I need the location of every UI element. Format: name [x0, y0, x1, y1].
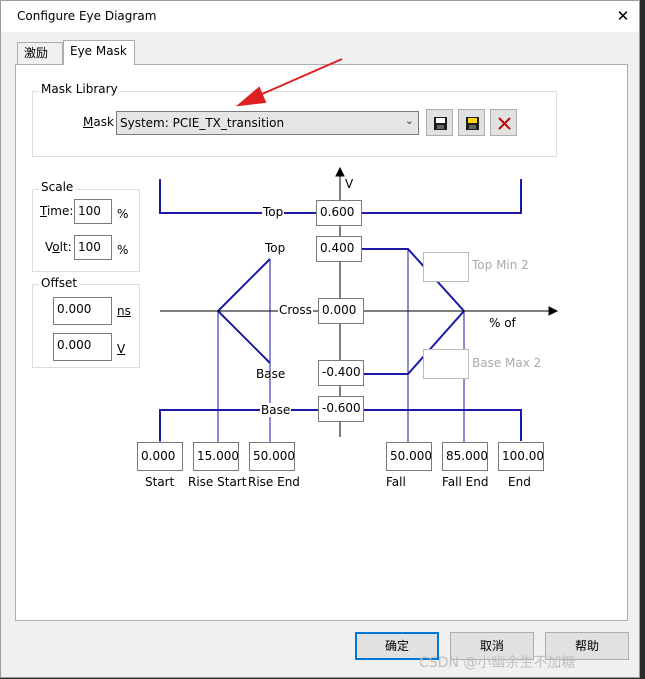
delete-mask-button[interactable] — [490, 109, 517, 136]
top-outer-value-input[interactable]: 0.600 — [316, 200, 362, 226]
start-time-input[interactable]: 0.000 — [137, 442, 183, 471]
cancel-button[interactable]: 取消 — [450, 632, 534, 660]
time-scale-unit: % — [117, 207, 129, 221]
rise-end-time-label: Rise End — [248, 475, 300, 489]
time-scale-label: Time: — [40, 204, 73, 218]
mask-library-label: Mask Library — [39, 82, 120, 96]
top-inner-value-input[interactable]: 0.400 — [316, 236, 362, 262]
save-as-mask-button[interactable] — [458, 109, 485, 136]
close-icon[interactable]: ✕ — [616, 7, 630, 25]
help-button[interactable]: 帮助 — [545, 632, 629, 660]
offset-label: Offset — [39, 276, 80, 290]
time-scale-label-rest: ime: — [46, 204, 74, 218]
end-time-input[interactable]: 100.00 — [498, 442, 544, 471]
v-axis-arrow — [335, 166, 345, 177]
time-offset-unit: ns — [117, 304, 131, 318]
end-time-label: End — [508, 475, 531, 489]
fall-end-time-label: Fall End — [442, 475, 489, 489]
x-axis-label: % of — [489, 316, 516, 330]
fall-end-time-input[interactable]: 85.000 — [442, 442, 488, 471]
save-as-icon — [466, 117, 479, 130]
mask-label-hotkey: M — [83, 115, 94, 129]
volt-offset-input[interactable]: 0.000 — [53, 333, 112, 361]
volt-scale-unit: % — [117, 243, 129, 257]
mask-library-group — [32, 91, 557, 157]
dialog-title: Configure Eye Diagram — [17, 9, 157, 23]
start-time-label: Start — [145, 475, 175, 489]
annotation-arrow-head — [235, 86, 267, 107]
base-outer-value-input[interactable]: -0.600 — [318, 396, 364, 422]
volt-scale-label-hotkey: o — [52, 240, 60, 254]
title-bar: Configure Eye Diagram ✕ — [1, 1, 639, 32]
volt-offset-unit: V — [117, 342, 126, 356]
tab-eye-mask[interactable]: Eye Mask — [63, 40, 135, 65]
ok-button[interactable]: 确定 — [355, 632, 439, 660]
delete-icon — [498, 117, 511, 130]
volt-scale-input[interactable]: 100 — [74, 235, 112, 260]
tab-stimulus[interactable]: 激励 — [17, 42, 63, 64]
time-scale-input[interactable]: 100 — [74, 199, 112, 224]
cross-value-input[interactable]: 0.000 — [318, 298, 364, 324]
base-outer-label: Base — [260, 403, 292, 417]
time-offset-input[interactable]: 0.000 — [53, 297, 112, 325]
rise-end-time-input[interactable]: 50.000 — [249, 442, 295, 471]
volt-scale-label-pre: V — [45, 240, 53, 254]
top-min2-label: Top Min 2 — [472, 258, 529, 272]
rise-start-time-label: Rise Start — [188, 475, 247, 489]
annotation-arrow-line — [252, 58, 343, 99]
top-outer-label: Top — [262, 205, 285, 219]
mask-select[interactable]: System: PCIE_TX_transition ⌄ — [116, 111, 419, 135]
base-max2-label: Base Max 2 — [472, 356, 542, 370]
rise-start-time-input[interactable]: 15.000 — [193, 442, 239, 471]
tab-eye-mask-label: Eye Mask — [70, 44, 127, 58]
volt-scale-label-rest: lt: — [59, 240, 72, 254]
tab-stimulus-label: 激励 — [24, 46, 49, 60]
save-icon — [434, 117, 447, 130]
mask-select-value: System: PCIE_TX_transition — [120, 116, 285, 130]
base-max2-input — [423, 349, 469, 379]
time-scale-label-hotkey: T — [40, 204, 47, 218]
watermark-text: CSDN @小幽余生不加糖 — [419, 655, 576, 671]
scale-group — [32, 189, 140, 272]
fall-time-label: Fall — [386, 475, 406, 489]
base-inner-label: Base — [256, 367, 286, 381]
cross-label: Cross — [278, 303, 313, 317]
top-inner-label: Top — [265, 241, 286, 255]
volt-scale-label: Volt: — [45, 240, 72, 254]
x-axis-arrow — [548, 306, 559, 316]
mask-label-rest: ask — [93, 115, 114, 129]
offset-group — [32, 284, 140, 368]
save-mask-button[interactable] — [426, 109, 453, 136]
base-inner-value-input[interactable]: -0.400 — [318, 360, 364, 386]
chevron-down-icon[interactable]: ⌄ — [404, 114, 414, 127]
top-min2-input — [423, 252, 469, 282]
scale-label: Scale — [39, 180, 76, 194]
mask-label: Mask — [83, 115, 114, 129]
v-axis-label: V — [345, 177, 354, 191]
fall-time-input[interactable]: 50.000 — [386, 442, 432, 471]
